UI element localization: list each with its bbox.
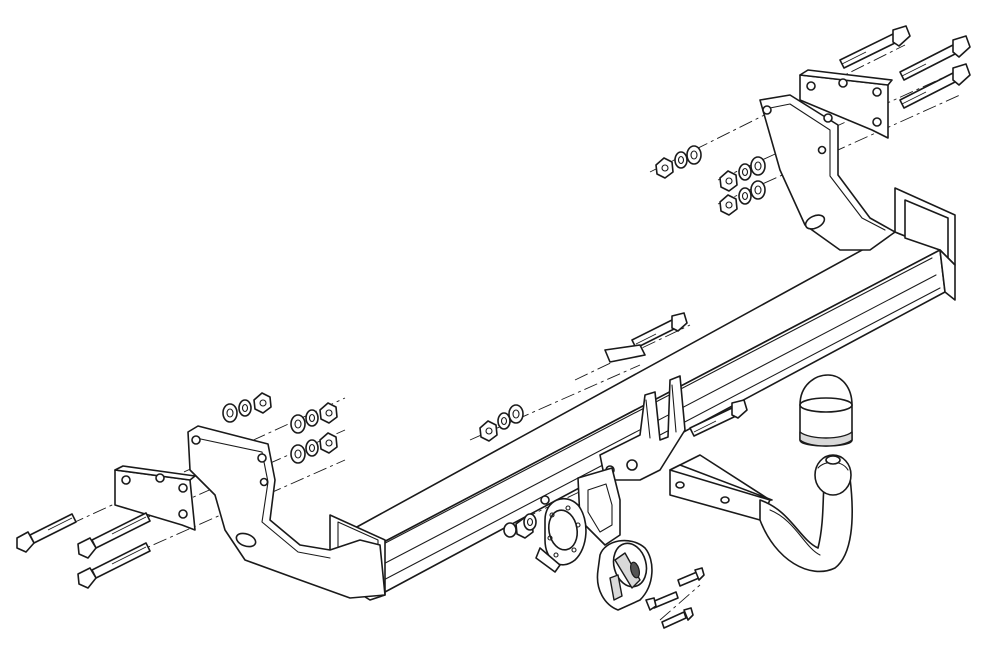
- washer-icon: [290, 444, 306, 464]
- socket-screws-small: [503, 495, 550, 539]
- tow-ball: [814, 454, 852, 496]
- washer-icon: [503, 522, 517, 538]
- hex-nut-icon: [319, 432, 338, 454]
- bolt-icon: [77, 542, 151, 589]
- screw-icon: [645, 591, 679, 611]
- socket-gasket: [535, 497, 587, 573]
- socket-screws: [645, 567, 705, 629]
- left-nuts-washers: [222, 392, 338, 464]
- hex-nut-icon: [319, 402, 338, 424]
- washer-icon: [305, 439, 319, 457]
- right-bolts: [839, 25, 971, 109]
- washer-icon: [290, 414, 306, 434]
- hex-nut-icon: [479, 420, 498, 442]
- center-bolt-lower: [689, 399, 748, 437]
- hex-nut-icon: [719, 194, 738, 216]
- hex-nut-icon: [655, 157, 674, 179]
- center-bolt-upper: [631, 312, 688, 349]
- washer-icon: [508, 404, 524, 424]
- left-side-bracket: [187, 425, 386, 599]
- ball-mount-bracket: [599, 344, 686, 481]
- bolt-icon: [689, 399, 748, 437]
- right-nuts-washers: [655, 145, 766, 216]
- washer-icon: [674, 151, 688, 169]
- hex-nut-icon: [719, 170, 738, 192]
- bolt-icon: [899, 35, 971, 81]
- tow-ball-cover: [799, 374, 853, 447]
- bolt-icon: [899, 63, 971, 109]
- washer-icon: [222, 403, 238, 423]
- right-side-bracket: [759, 94, 896, 251]
- washer-icon: [305, 409, 319, 427]
- washer-icon: [523, 513, 537, 531]
- center-nut-washers: [479, 404, 524, 442]
- hex-nut-icon: [253, 392, 272, 414]
- cross-beam: [329, 187, 956, 601]
- bolt-icon: [16, 513, 77, 553]
- washer-icon: [238, 399, 252, 417]
- bolt-icon: [77, 512, 151, 559]
- left-bolts: [16, 512, 151, 589]
- washer-icon: [738, 163, 752, 181]
- washer-icon: [738, 187, 752, 205]
- washer-icon: [750, 180, 766, 200]
- left-clamp-plate: [114, 465, 196, 531]
- hex-nut-icon: [540, 495, 550, 505]
- electrical-socket: [596, 539, 653, 611]
- bolt-icon: [631, 312, 688, 349]
- tow-ball-neck: [669, 454, 853, 573]
- screw-icon: [677, 567, 705, 587]
- washer-icon: [497, 412, 511, 430]
- washer-icon: [686, 145, 702, 165]
- right-clamp-plate: [799, 69, 893, 139]
- washer-icon: [750, 156, 766, 176]
- bolt-icon: [839, 25, 911, 69]
- screw-icon: [661, 607, 694, 629]
